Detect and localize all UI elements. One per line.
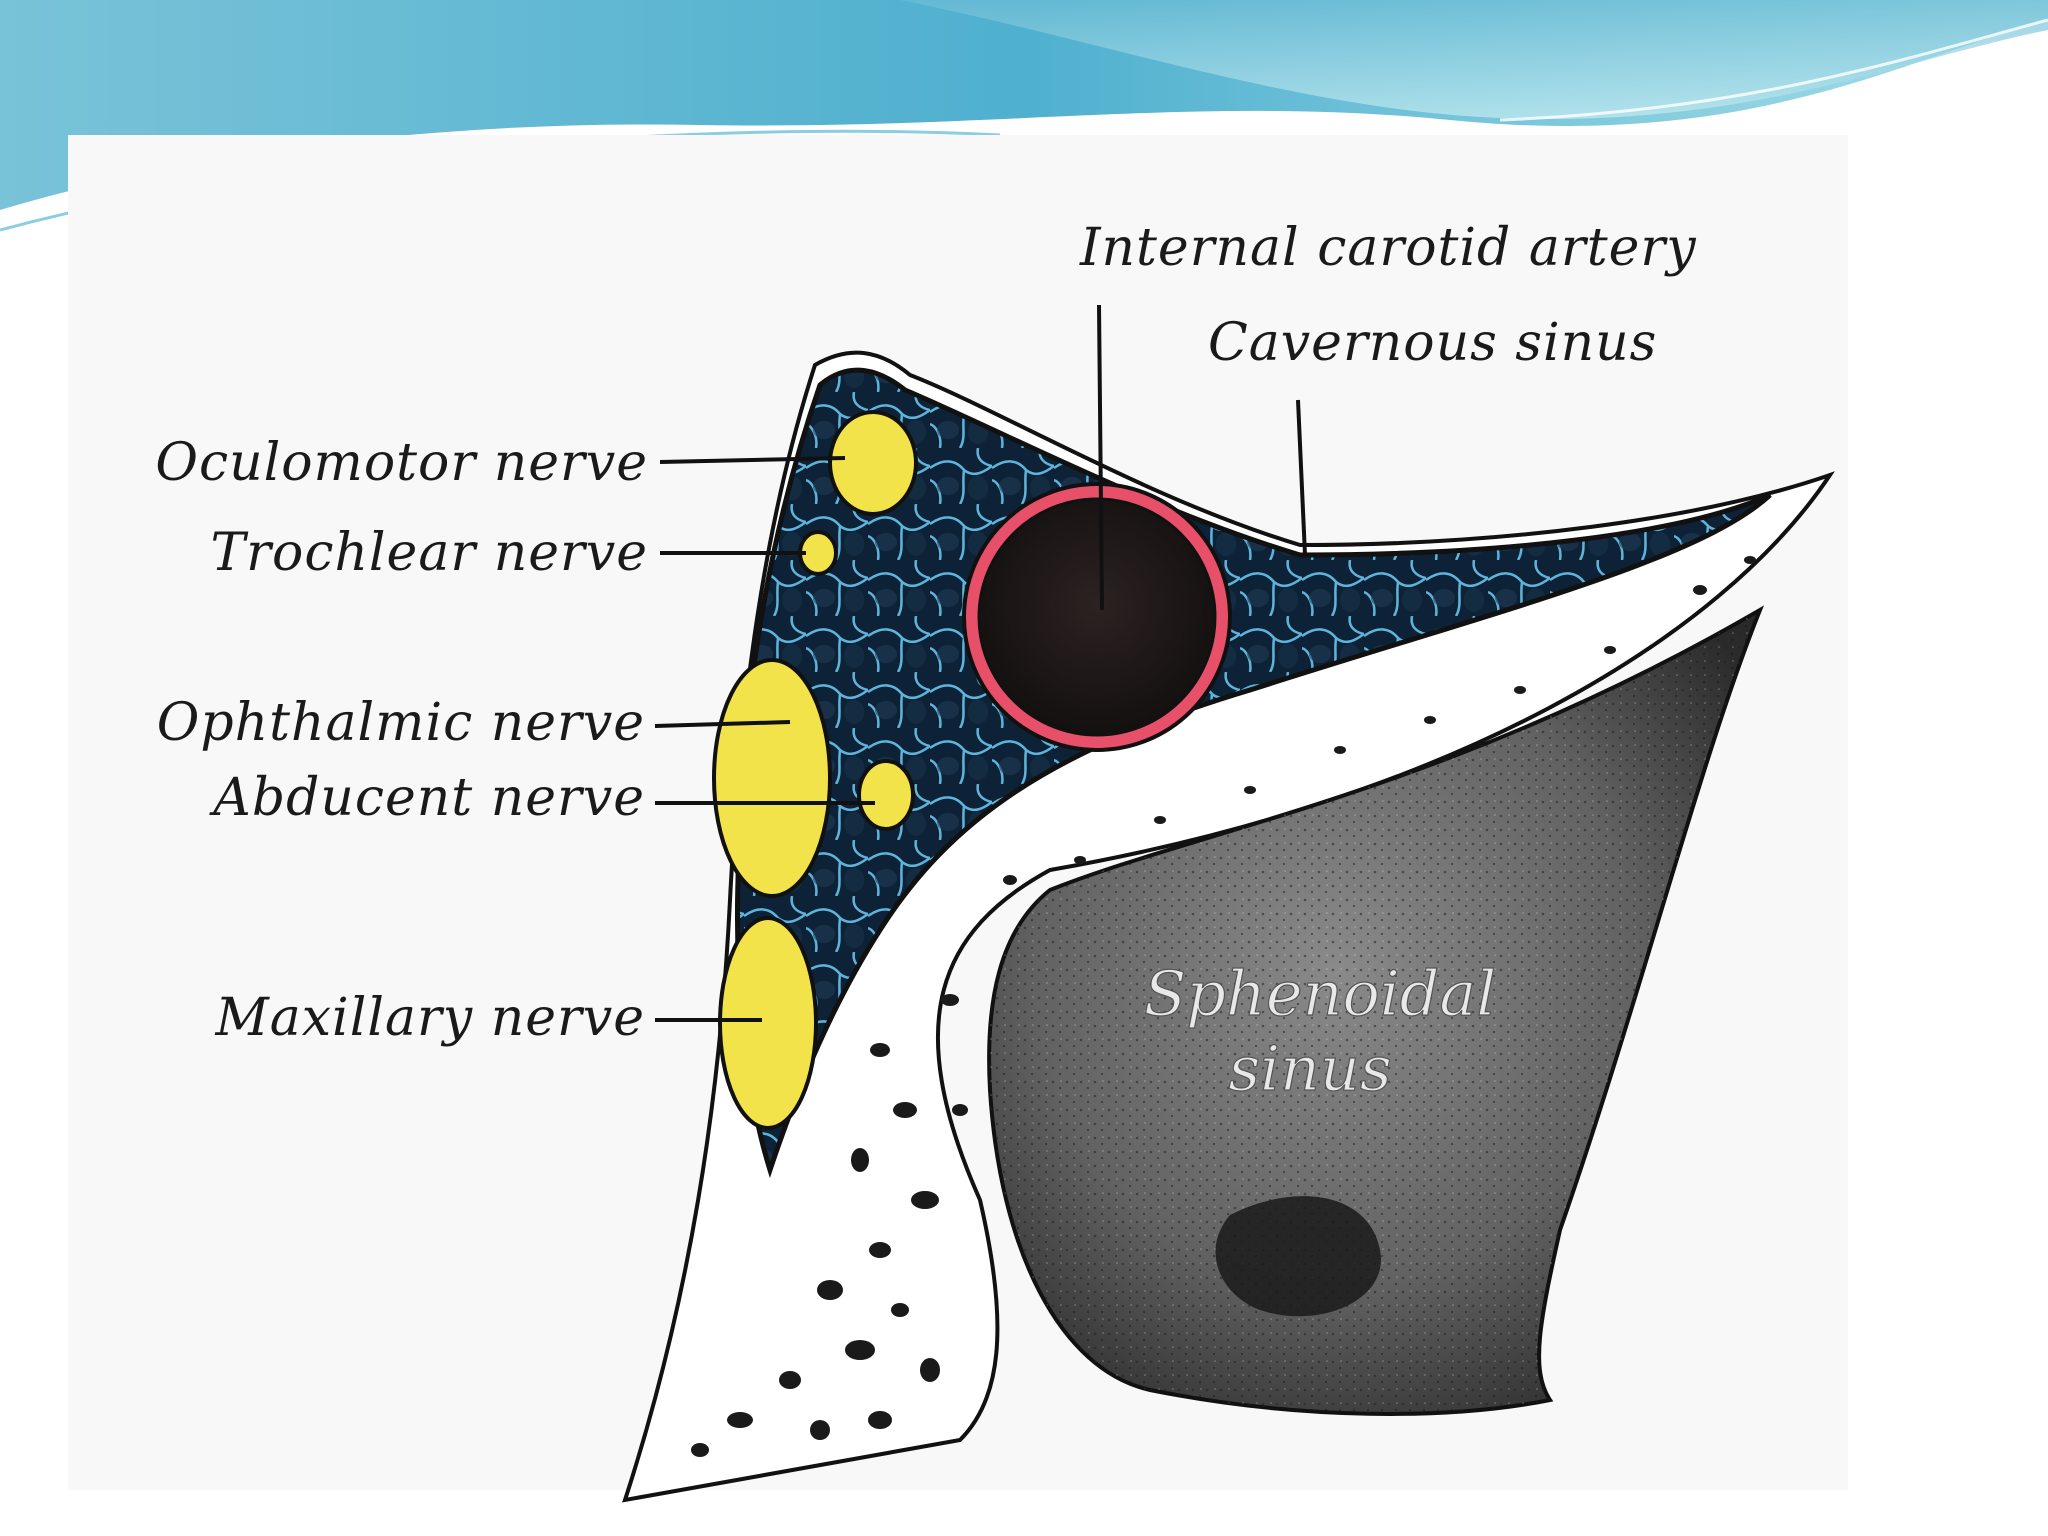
abducent-nerve-shape [857, 759, 915, 831]
sphenoidal-sinus-shadow [1215, 1196, 1381, 1317]
label-ophthalmic-nerve: Ophthalmic nerve [157, 693, 645, 753]
maxillary-nerve-shape [718, 916, 818, 1130]
label-cavernous-sinus: Cavernous sinus [1208, 313, 1657, 373]
label-internal-carotid-artery: Internal carotid artery [1079, 218, 1697, 278]
nerves [712, 410, 918, 1130]
header-wave-highlight [900, 0, 2048, 119]
ophthalmic-nerve-shape [712, 658, 832, 898]
label-sphenoidal-sinus-line2: sinus [1228, 1032, 1391, 1105]
bone-trabeculae [691, 556, 1756, 1457]
leader-internal-carotid [1097, 304, 1104, 611]
header-wave-line [1499, 18, 2048, 122]
oculomotor-nerve-shape [828, 410, 918, 516]
leader-lines [654, 304, 1307, 1022]
internal-carotid-artery-lumen [977, 497, 1217, 737]
leader-oculomotor [659, 456, 846, 464]
sphenoidal-sinus-texture [989, 610, 1760, 1414]
leader-cavernous-sinus [1296, 399, 1307, 556]
label-trochlear-nerve: Trochlear nerve [210, 523, 648, 583]
label-abducent-nerve: Abducent nerve [209, 768, 645, 828]
leader-ophthalmic [654, 720, 791, 728]
label-oculomotor-nerve: Oculomotor nerve [155, 433, 648, 493]
label-sphenoidal-sinus-line1: Sphenoidal [1144, 957, 1496, 1030]
label-maxillary-nerve: Maxillary nerve [214, 988, 645, 1048]
